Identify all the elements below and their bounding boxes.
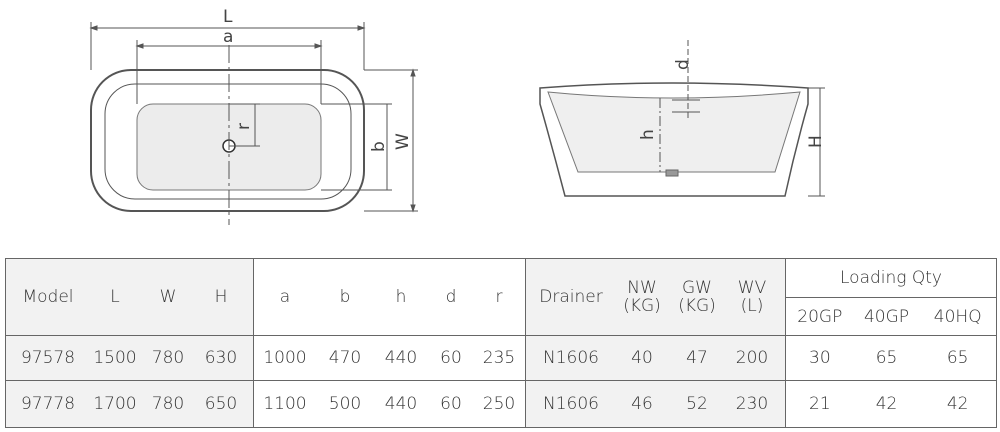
cell-d: 60 <box>440 394 462 414</box>
table-subheader-row: 20GP 40GP 40HQ <box>6 297 997 336</box>
tub-side-inner <box>547 91 801 173</box>
header-group-dims: a b h d r <box>253 258 526 336</box>
row2-group-model: 97778 1700 780 650 <box>5 380 254 428</box>
cell-h: 440 <box>384 394 418 414</box>
row2-group-weights: N1606 46 52 230 <box>525 380 786 428</box>
row1-group-model: 97578 1500 780 630 <box>5 335 254 381</box>
row1-group-dims: 1000 470 440 60 235 <box>253 335 526 381</box>
cell-gw: 47 <box>686 348 708 368</box>
header-wv-label: WV <box>737 278 767 298</box>
row2-group-loading: 21 42 42 <box>785 380 997 428</box>
cell-40hq: 42 <box>946 394 969 414</box>
dim-label-d: d <box>673 59 693 70</box>
table-row: 97778 1700 780 650 1100 500 440 60 250 N… <box>5 380 997 428</box>
header-h: h <box>395 287 407 307</box>
header-L: L <box>110 287 120 307</box>
side-view <box>539 40 825 197</box>
header-nw: NW (KG) <box>616 279 668 315</box>
cell-model: 97778 <box>20 394 76 414</box>
cell-h: 440 <box>384 348 418 368</box>
cell-a: 1100 <box>263 394 307 414</box>
cell-40gp: 65 <box>875 348 898 368</box>
header-H: H <box>214 287 228 307</box>
header-drainer: Drainer <box>539 287 603 307</box>
header-wv: WV (L) <box>726 279 778 315</box>
cell-b: 500 <box>328 394 362 414</box>
cell-20gp: 30 <box>809 348 831 368</box>
header-b: b <box>339 287 351 307</box>
top-view <box>89 22 418 225</box>
cell-r: 250 <box>482 394 516 414</box>
header-loading-sub: 20GP 40GP 40HQ <box>785 297 997 336</box>
tub-inner-rim <box>104 83 352 200</box>
bathtub-technical-drawings: L a r b W d h H <box>89 7 826 225</box>
dim-label-W: W <box>393 133 413 150</box>
dim-label-h: h <box>638 129 658 140</box>
cell-a: 1000 <box>263 348 307 368</box>
table-row: 97578 1500 780 630 1000 470 440 60 235 N… <box>5 335 997 381</box>
cell-L: 1500 <box>93 348 137 368</box>
cell-r: 235 <box>482 348 516 368</box>
cell-L: 1700 <box>93 394 137 414</box>
header-40hq: 40HQ <box>933 306 982 327</box>
row2-group-dims: 1100 500 440 60 250 <box>253 380 526 428</box>
header-gw-unit: (KG) <box>678 296 716 316</box>
cell-H: 650 <box>204 394 238 414</box>
cell-wv: 200 <box>735 348 769 368</box>
cell-d: 60 <box>440 348 462 368</box>
dim-label-a: a <box>223 27 233 47</box>
dim-label-b: b <box>369 141 389 152</box>
header-gw: GW (KG) <box>668 279 726 315</box>
cell-20gp: 21 <box>809 394 831 414</box>
row1-group-loading: 30 65 65 <box>785 335 997 381</box>
tub-side-outer <box>539 82 809 197</box>
header-nw-label: NW <box>627 278 657 298</box>
cell-model: 97578 <box>20 348 76 368</box>
dim-label-r: r <box>234 123 254 130</box>
header-20gp: 20GP <box>797 306 843 327</box>
spec-table: Model L W H a b h d r Drainer NW (KG) <box>5 258 997 428</box>
header-group-weights: Drainer NW (KG) GW (KG) WV (L) <box>525 258 786 336</box>
cell-drainer: N1606 <box>543 394 599 414</box>
header-group-model: Model L W H <box>5 258 254 336</box>
header-wv-unit: (L) <box>740 296 764 316</box>
cell-H: 630 <box>204 348 238 368</box>
cell-wv: 230 <box>735 394 769 414</box>
dim-label-L: L <box>223 7 233 27</box>
tub-outer-rim <box>90 69 365 212</box>
header-model: Model <box>22 287 74 307</box>
header-a: a <box>279 287 291 307</box>
cell-gw: 52 <box>686 394 708 414</box>
cell-nw: 46 <box>631 394 653 414</box>
header-W: W <box>159 287 177 307</box>
dim-label-H: H <box>806 135 826 148</box>
cell-W: 780 <box>151 394 185 414</box>
header-loading-qty: Loading Qty <box>785 258 997 298</box>
cell-40hq: 65 <box>946 348 969 368</box>
cell-W: 780 <box>151 348 185 368</box>
header-d: d <box>445 287 457 307</box>
header-nw-unit: (KG) <box>623 296 661 316</box>
header-r: r <box>495 287 503 307</box>
cell-drainer: N1606 <box>543 348 599 368</box>
loading-qty-title: Loading Qty <box>840 268 942 288</box>
header-gw-label: GW <box>682 278 712 298</box>
header-40gp: 40GP <box>863 306 910 327</box>
cell-40gp: 42 <box>875 394 898 414</box>
cell-b: 470 <box>328 348 362 368</box>
cell-nw: 40 <box>631 348 653 368</box>
table-header-row: Model L W H a b h d r Drainer NW (KG) <box>5 258 997 336</box>
row1-group-weights: N1606 40 47 200 <box>525 335 786 381</box>
